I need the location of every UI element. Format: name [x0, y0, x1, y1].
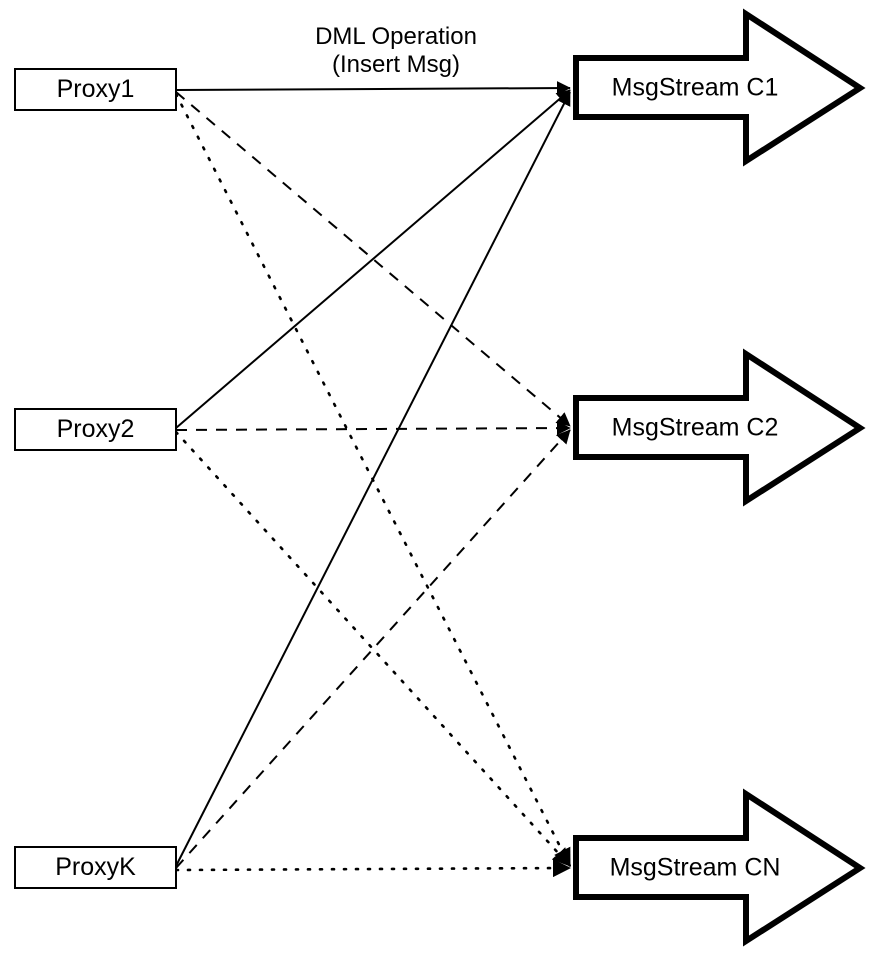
- msgstream-nodes-layer: MsgStream C1 MsgStream C2 MsgStream CN: [573, 8, 866, 947]
- edge-p2-c1: [175, 89, 571, 429]
- edge-p1-c1: [175, 81, 571, 96]
- dml-operation-label-line1: DML Operation: [315, 23, 477, 50]
- proxy-node-proxy1[interactable]: Proxy1: [14, 68, 177, 111]
- dml-operation-label-line2: (Insert Msg): [332, 51, 460, 78]
- msgstream-label-stream_cn: MsgStream CN: [610, 854, 781, 882]
- edge-p1-c2: [175, 91, 571, 427]
- edge-pk-c2: [175, 429, 571, 869]
- proxy-box-proxyk[interactable]: [14, 846, 177, 889]
- proxy-node-proxyk[interactable]: ProxyK: [14, 846, 177, 889]
- edge-p2-cn: [174, 430, 572, 868]
- edge-p2-c2: [175, 421, 571, 436]
- edges-layer: [174, 81, 572, 878]
- proxy-node-proxy2[interactable]: Proxy2: [14, 408, 177, 451]
- msgstream-node-stream_c1[interactable]: MsgStream C1: [573, 8, 866, 167]
- msgstream-node-stream_c2[interactable]: MsgStream C2: [573, 348, 866, 507]
- proxy-box-proxy1[interactable]: [14, 68, 177, 111]
- msgstream-label-stream_c2: MsgStream C2: [612, 414, 779, 442]
- proxy-label-proxy2: Proxy2: [57, 415, 135, 443]
- msgstream-node-stream_cn[interactable]: MsgStream CN: [573, 788, 866, 947]
- msgstream-label-stream_c1: MsgStream C1: [612, 74, 779, 102]
- edge-pk-c1: [175, 91, 571, 867]
- proxy-label-proxy1: Proxy1: [57, 75, 135, 103]
- edge-pk-cn: [174, 858, 572, 878]
- msgstream-arrow-stream_c2[interactable]: [573, 348, 866, 507]
- dml-operation-label: DML Operation (Insert Msg): [315, 23, 477, 78]
- msgstream-arrow-stream_c1[interactable]: [573, 8, 866, 167]
- proxy-label-proxyk: ProxyK: [55, 853, 136, 881]
- proxy-box-proxy2[interactable]: [14, 408, 177, 451]
- msgstream-arrow-stream_cn[interactable]: [573, 788, 866, 947]
